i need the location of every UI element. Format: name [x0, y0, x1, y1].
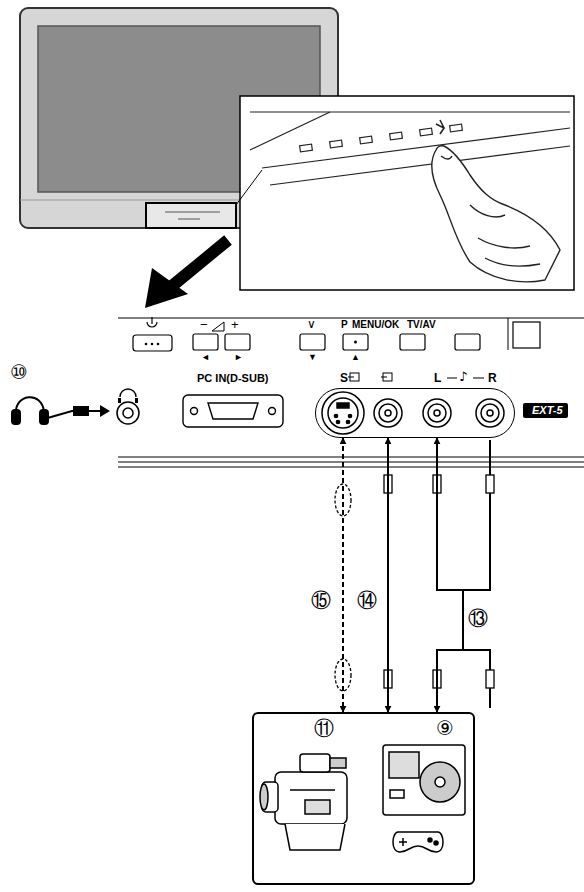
- jack-label: S: [340, 372, 348, 384]
- dsub-connector: [183, 395, 283, 427]
- buttons: [193, 334, 480, 350]
- callout-number: ⑭: [357, 590, 377, 610]
- headphone-jack: [117, 402, 139, 424]
- cable: [387, 438, 389, 712]
- button-label: P: [341, 320, 348, 330]
- panel-highlight: [146, 203, 236, 228]
- callout-number: ⑨: [436, 718, 454, 738]
- button-symbol: ►: [234, 353, 243, 362]
- plugs: [335, 475, 494, 691]
- jack-label: R: [488, 372, 497, 384]
- hand: [432, 146, 560, 282]
- camcorder: [260, 754, 347, 850]
- button-label: TV/AV: [407, 320, 436, 330]
- jack-panel: SLREXT-5: [315, 388, 515, 438]
- jack-label: L: [434, 372, 441, 384]
- power-button: [133, 317, 172, 351]
- cable: [437, 438, 463, 712]
- button-symbol: ▼: [308, 353, 317, 362]
- av-jacks: [322, 392, 504, 434]
- cable: [342, 438, 344, 712]
- callout-number: ⑬: [468, 608, 488, 628]
- button-symbol: ◄: [201, 353, 210, 362]
- button-symbol: −: [200, 318, 208, 331]
- callout-number: ⑪: [314, 718, 334, 738]
- button-symbol: ▲: [351, 353, 360, 362]
- headphones: [12, 397, 110, 424]
- cutaway-lines: [118, 457, 584, 467]
- button-symbol: +: [231, 318, 239, 331]
- jack-label: EXT-5: [523, 403, 568, 418]
- inset-frame: [240, 96, 574, 290]
- audio-symbol: ♪: [459, 370, 467, 383]
- pointer-arrow: [145, 240, 228, 308]
- callout-number: ⑩: [10, 362, 28, 382]
- button-symbol: ∨: [307, 318, 316, 330]
- button-label: MENU/OK: [352, 320, 399, 330]
- volume-symbol: [212, 322, 224, 331]
- device-box: ⑪⑨: [252, 712, 475, 885]
- callout-number: ⑮: [311, 590, 331, 610]
- game-console: [383, 745, 465, 852]
- inset-panel: [250, 112, 570, 185]
- port-label: PC IN(D-SUB): [197, 373, 269, 384]
